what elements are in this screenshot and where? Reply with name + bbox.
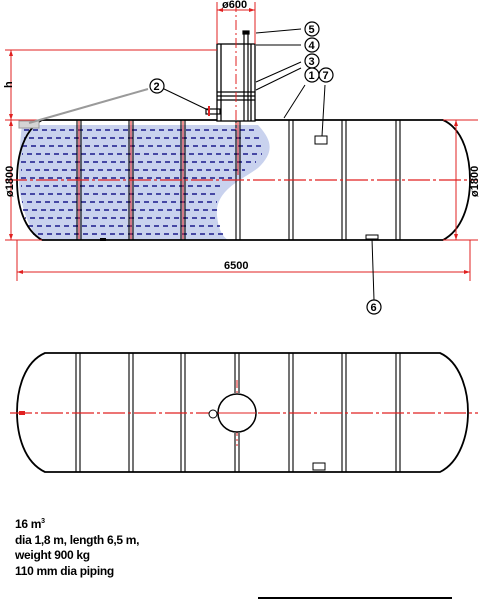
length-label: 6500 xyxy=(224,260,248,272)
callout-bubbles xyxy=(149,21,382,315)
tank-top-outline xyxy=(16,352,469,473)
callout-2-gray-leader xyxy=(28,88,149,124)
side-view xyxy=(5,2,478,241)
callout-1: 1 xyxy=(309,70,315,82)
vent-opening xyxy=(208,409,218,419)
callout-6: 6 xyxy=(371,302,377,314)
bottom-outlet xyxy=(365,234,379,240)
spec-volume-unit-sup: 3 xyxy=(41,518,45,525)
top-inspection-box xyxy=(312,462,326,471)
callout-7: 7 xyxy=(323,70,329,82)
right-diameter-label: ø1800 xyxy=(469,166,481,197)
spec-dimensions: dia 1,8 m, length 6,5 m, xyxy=(15,532,140,547)
inlet-nozzle xyxy=(205,108,221,115)
liquid-fill xyxy=(19,125,270,240)
callout-4: 4 xyxy=(309,40,316,52)
inspection-box xyxy=(314,135,328,145)
callout-3: 3 xyxy=(309,56,315,68)
top-view xyxy=(10,352,478,473)
spec-block: 16 m3 dia 1,8 m, length 6,5 m, weight 90… xyxy=(15,514,139,579)
callout-5: 5 xyxy=(309,24,315,36)
height-label: h xyxy=(3,81,15,88)
spec-volume-value: 16 m xyxy=(15,517,42,531)
level-sensor xyxy=(18,120,40,129)
side-dimensions xyxy=(5,2,478,281)
spec-weight: weight 900 kg xyxy=(15,548,90,562)
dimension-arrows xyxy=(9,8,470,274)
left-diameter-label: ø1800 xyxy=(4,166,16,197)
spec-piping: 110 mm dia piping xyxy=(15,563,114,578)
vent-pipe xyxy=(242,30,250,121)
callout-2: 2 xyxy=(154,81,160,93)
spec-volume: 16 m3 xyxy=(15,514,139,533)
callout-leaders xyxy=(161,28,375,301)
pipe-diameter-label: ø600 xyxy=(222,0,247,11)
